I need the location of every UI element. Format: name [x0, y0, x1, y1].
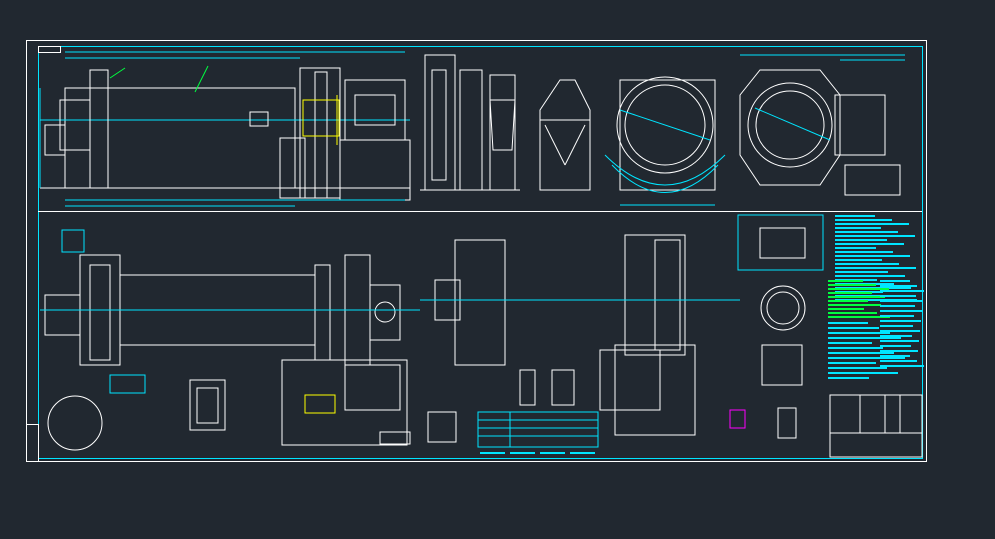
note-line	[880, 300, 923, 302]
note-line	[835, 231, 898, 233]
note-line	[835, 243, 904, 245]
elevation-dimensions	[39, 51, 405, 207]
title-block	[829, 394, 923, 458]
note-line	[828, 327, 879, 329]
technical-notes	[480, 215, 924, 454]
note-line	[835, 227, 881, 229]
parts-table	[477, 411, 599, 448]
note-line	[480, 452, 505, 454]
note-line	[835, 259, 882, 261]
note-line	[828, 367, 887, 369]
elevation-view-main	[40, 67, 411, 201]
leader-line	[109, 67, 126, 79]
note-line	[880, 345, 911, 347]
note-line	[828, 296, 885, 298]
note-line	[835, 263, 899, 265]
drive-highlight	[302, 95, 340, 145]
note-line	[828, 352, 894, 354]
note-line	[828, 347, 883, 349]
note-line	[880, 280, 910, 282]
note-line	[828, 322, 868, 324]
note-line	[835, 299, 917, 301]
note-line	[540, 452, 565, 454]
note-line	[828, 312, 877, 314]
end-view-drum-right	[739, 54, 905, 196]
note-line	[835, 215, 875, 217]
note-line	[828, 362, 876, 364]
bearing-views	[420, 234, 740, 443]
note-line	[835, 251, 893, 253]
note-line	[880, 305, 915, 307]
note-line	[880, 320, 921, 322]
side-view-tower	[420, 54, 520, 191]
note-line	[880, 335, 912, 337]
plan-detail-left	[47, 229, 226, 451]
note-line	[835, 255, 910, 257]
note-line	[880, 340, 919, 342]
detail-views-right	[729, 214, 824, 439]
note-line	[828, 316, 890, 318]
note-line	[828, 304, 881, 306]
note-line	[570, 452, 595, 454]
note-line	[835, 267, 916, 269]
note-line	[510, 452, 535, 454]
plan-view-main	[40, 254, 420, 446]
sheet-outer-border	[26, 40, 927, 462]
title-tab	[38, 46, 61, 53]
note-line	[880, 325, 913, 327]
note-line	[880, 290, 924, 292]
side-view-hopper	[539, 79, 591, 191]
note-line	[835, 247, 876, 249]
note-line	[880, 360, 917, 362]
note-line	[880, 315, 914, 317]
note-line	[828, 377, 869, 379]
sheet-inner-border	[38, 46, 923, 459]
note-line	[880, 330, 920, 332]
note-line	[828, 332, 890, 334]
note-line	[828, 300, 868, 302]
note-line	[835, 235, 915, 237]
coupling-highlight	[304, 394, 336, 414]
revision-strip	[26, 424, 39, 462]
leader-line	[194, 65, 209, 93]
note-line	[835, 239, 887, 241]
note-line	[880, 285, 917, 287]
note-line	[835, 271, 888, 273]
note-line	[828, 284, 876, 286]
note-line	[835, 223, 909, 225]
note-line	[880, 295, 916, 297]
note-line	[835, 275, 905, 277]
note-line	[880, 365, 924, 367]
note-line	[828, 342, 872, 344]
note-line	[835, 219, 892, 221]
note-line	[880, 355, 910, 357]
note-line	[828, 288, 889, 290]
note-line	[828, 280, 863, 282]
note-line	[828, 308, 864, 310]
end-view-drum-left	[604, 76, 726, 206]
note-line	[880, 350, 918, 352]
note-line	[828, 372, 898, 374]
note-line	[880, 310, 922, 312]
note-line	[828, 357, 905, 359]
note-line	[828, 337, 901, 339]
note-line	[828, 292, 872, 294]
